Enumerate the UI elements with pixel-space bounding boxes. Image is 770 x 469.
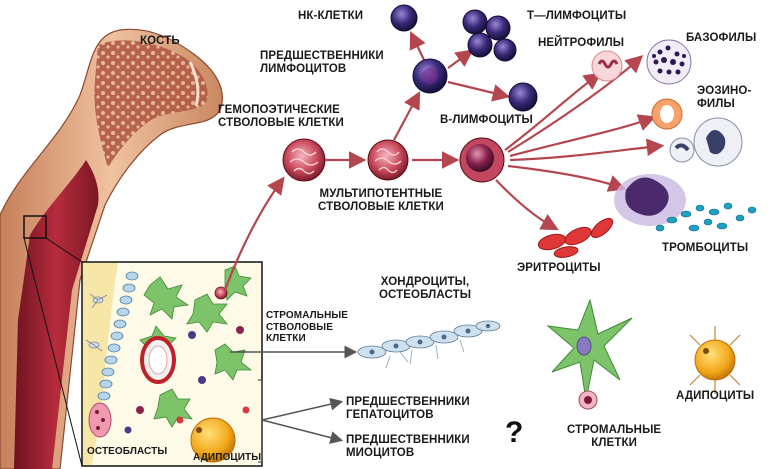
osteocytes	[85, 293, 108, 352]
lymphoid-progenitor-cell	[412, 58, 448, 94]
label-myocyte-line2: МИОЦИТОВ	[346, 447, 415, 459]
megakaryocyte-cell	[614, 174, 686, 226]
platelets	[655, 202, 757, 232]
label-ssc-line1: СТРОМАЛЬНЫЕ	[266, 310, 349, 321]
nk-cell	[390, 4, 418, 32]
label-myocyte-line1: ПРЕДШЕСТВЕННИКИ	[346, 434, 470, 446]
label-erythrocytes: ЭРИТРОЦИТЫ	[517, 262, 601, 274]
label-chondrocytes-line2: ОСТЕОБЛАСТЫ	[379, 289, 472, 301]
label-stromal-cells-line2: КЛЕТКИ	[591, 437, 637, 449]
label-ssc-line3: КЛЕТКИ	[266, 333, 306, 344]
label-stromal-cells: СТРОМАЛЬНЫЕ КЛЕТКИ	[567, 424, 661, 450]
label-basophils: БАЗОФИЛЫ	[686, 32, 757, 44]
stromal-blood-cell	[578, 390, 598, 410]
label-lymphoid-progenitors-line1: ПРЕДШЕСТВЕННИКИ	[260, 50, 384, 62]
question-mark: ?	[505, 416, 524, 449]
neutrophil-cell	[591, 50, 623, 82]
label-hsc-line2: СТВОЛОВЫЕ КЛЕТКИ	[218, 117, 344, 129]
callout-line	[45, 237, 83, 263]
label-ssc-line2: СТВОЛОВЫЕ	[266, 321, 333, 333]
t-lymphocyte-cells	[462, 9, 517, 62]
label-platelets: ТРОМБОЦИТЫ	[662, 242, 749, 254]
spongy-bone	[94, 40, 208, 169]
basophil-cell	[646, 39, 692, 85]
inset-blood-cells	[124, 286, 250, 434]
label-hsc-line1: ГЕМОПОЭТИЧЕСКИЕ	[218, 104, 340, 116]
b-lymphocyte-cell	[508, 82, 538, 112]
chondrocyte-osteoblast-chain	[357, 320, 501, 369]
label-b-lymphocytes: В-ЛИМФОЦИТЫ	[440, 114, 533, 126]
arrows	[223, 31, 665, 291]
erythrocyte-cells	[537, 217, 614, 258]
label-stromal-stem-cells: СТРОМАЛЬНЫЕ СТВОЛОВЫЕ КЛЕТКИ	[266, 310, 348, 345]
myeloid-progenitor-cell	[459, 137, 505, 183]
inset-blood-vessel	[140, 336, 176, 384]
label-adipocytes: АДИПОЦИТЫ	[676, 390, 755, 402]
hematopoietic-stem-cell	[282, 138, 326, 182]
inset-adipocyte	[190, 417, 236, 463]
label-lymphoid-progenitors-line2: ЛИМФОЦИТОВ	[260, 63, 347, 75]
label-eosinophils: ЭОЗИНО- ФИЛЫ	[697, 85, 751, 111]
inset-osteoclast	[88, 402, 112, 438]
label-t-lymphocytes: Т—ЛИМФОЦИТЫ	[527, 10, 627, 22]
label-lymphoid-progenitors: ПРЕДШЕСТВЕННИКИ ЛИМФОЦИТОВ	[260, 50, 384, 76]
stromal-cell	[546, 298, 633, 401]
label-myocyte-progenitors: ПРЕДШЕСТВЕННИКИ МИОЦИТОВ	[346, 434, 470, 460]
stromal-arrows	[230, 345, 358, 444]
callout-line-lower	[23, 237, 83, 467]
label-msc-line1: МУЛЬТИПОТЕНТНЫЕ	[319, 188, 443, 200]
label-hepatocyte-line1: ПРЕДШЕСТВЕННИКИ	[346, 396, 470, 408]
label-chondrocytes-osteoblasts: ХОНДРОЦИТЫ, ОСТЕОБЛАСТЫ	[379, 276, 471, 302]
label-chondrocytes-line1: ХОНДРОЦИТЫ,	[380, 276, 470, 288]
bone	[0, 28, 223, 469]
inset-bracket	[258, 379, 263, 463]
label-neutrophils: НЕЙТРОФИЛЫ	[538, 37, 625, 49]
label-hepatocyte-line2: ГЕПАТОЦИТОВ	[346, 409, 434, 421]
label-msc-line2: СТВОЛОВЫЕ КЛЕТКИ	[318, 201, 444, 213]
eosinophil-cells	[651, 98, 743, 167]
marrow-inset	[81, 261, 263, 467]
multipotent-stem-cell	[367, 139, 409, 181]
label-multipotent-stem-cells: МУЛЬТИПОТЕНТНЫЕ СТВОЛОВЫЕ КЛЕТКИ	[318, 188, 444, 214]
label-inset-adipocytes: АДИПОЦИТЫ	[193, 452, 262, 463]
osteoblast-lining	[97, 271, 139, 401]
label-stromal-cells-line1: СТРОМАЛЬНЫЕ	[567, 424, 662, 436]
growth-plate	[188, 61, 200, 107]
adipocyte-cell	[689, 326, 741, 394]
callout-box	[23, 215, 47, 239]
label-nk-cells: НК-КЛЕТКИ	[298, 10, 364, 22]
label-hematopoietic-stem-cells: ГЕМОПОЭТИЧЕСКИЕ СТВОЛОВЫЕ КЛЕТКИ	[218, 104, 344, 130]
label-bone: КОСТЬ	[140, 35, 180, 47]
label-eosinophils-line1: ЭОЗИНО-	[697, 85, 752, 97]
label-inset-osteoblasts: ОСТЕОБЛАСТЫ	[87, 446, 168, 457]
label-hepatocyte-progenitors: ПРЕДШЕСТВЕННИКИ ГЕПАТОЦИТОВ	[346, 396, 470, 422]
label-eosinophils-line2: ФИЛЫ	[697, 98, 735, 110]
